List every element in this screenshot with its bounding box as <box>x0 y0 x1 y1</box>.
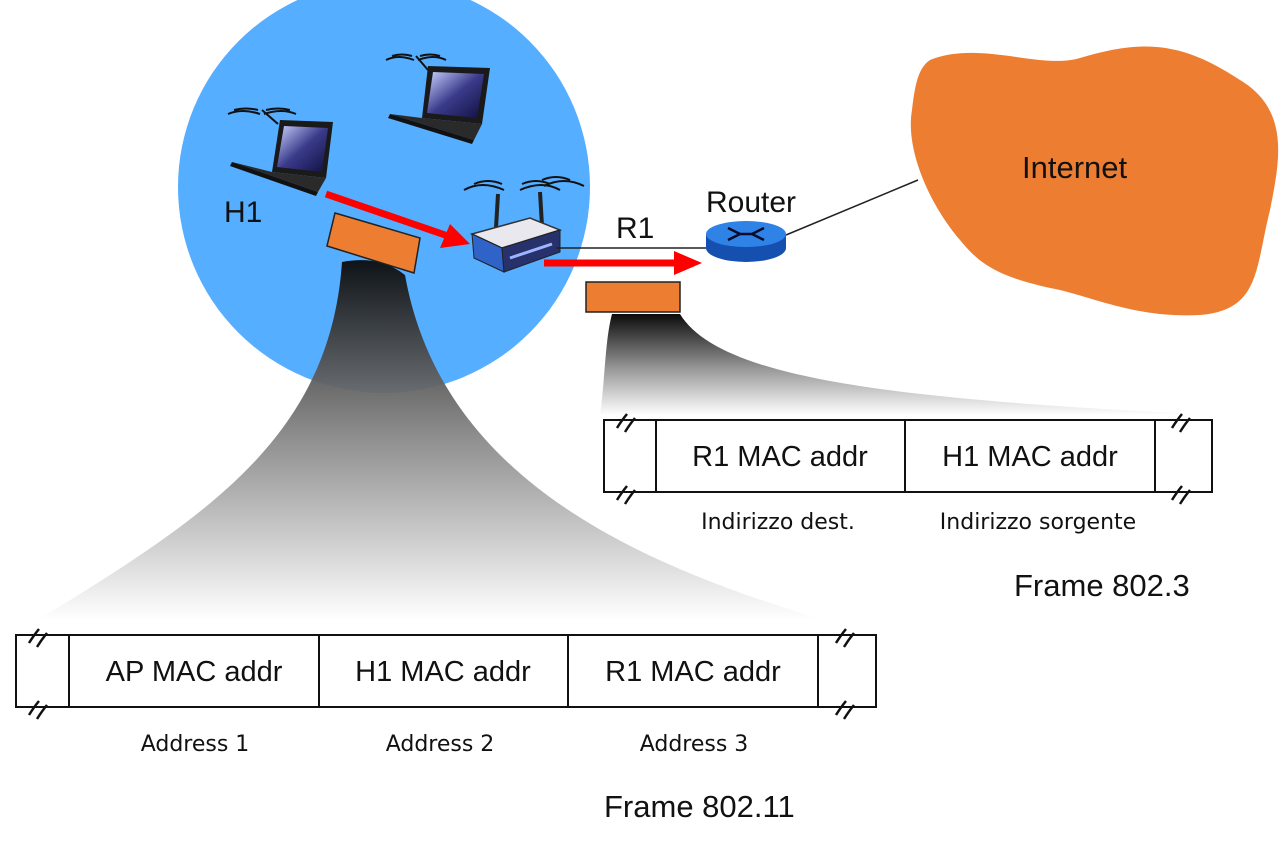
frame-80211: AP MAC addr H1 MAC addr R1 MAC addr Addr… <box>15 628 877 824</box>
wireless-access-point-icon <box>463 176 585 273</box>
frame-80211-field <box>318 634 569 708</box>
frame-8023-title: Frame 802.3 <box>1014 568 1190 603</box>
frame-80211-field-value: H1 MAC addr <box>355 656 531 688</box>
frame-80211-field-value: R1 MAC addr <box>605 656 781 688</box>
laptop-icon <box>227 107 333 196</box>
router-internet-link <box>785 179 919 236</box>
cloud-icon <box>910 46 1279 316</box>
wireless-cell <box>178 0 590 393</box>
frame-80211-title: Frame 802.11 <box>604 789 795 824</box>
frame-8023: R1 MAC addr H1 MAC addr Indirizzo dest. … <box>603 413 1213 603</box>
frame-8023-field-value: H1 MAC addr <box>942 441 1118 473</box>
frame-8023-field <box>904 419 1156 493</box>
internet-label: Internet <box>1022 150 1128 185</box>
frame-80211-field <box>68 634 320 708</box>
router-icon <box>706 221 786 262</box>
frame-8023-field-caption: Indirizzo dest. <box>701 510 855 535</box>
router-label: Router <box>706 186 796 219</box>
frame-transfer-arrow <box>544 251 702 275</box>
frame-80211-field-caption: Address 3 <box>640 732 749 757</box>
frame-80211-field-caption: Address 2 <box>386 732 495 757</box>
r1-label: R1 <box>616 212 654 245</box>
frame-8023-field-value: R1 MAC addr <box>692 441 868 473</box>
frame-8023-zoom-cone <box>600 314 1220 415</box>
laptop-icon <box>385 53 490 144</box>
frame-8023-packet <box>585 281 681 313</box>
frame-8023-field <box>655 419 906 493</box>
h1-label: H1 <box>224 196 262 229</box>
frame-transfer-arrow <box>324 190 470 248</box>
frame-80211-field <box>567 634 819 708</box>
frame-80211-field-caption: Address 1 <box>141 732 250 757</box>
frame-8023-field-caption: Indirizzo sorgente <box>940 510 1136 535</box>
frame-80211-zoom-cone <box>38 260 825 620</box>
frame-80211-packet <box>326 212 421 274</box>
frame-80211-field-value: AP MAC addr <box>106 656 283 688</box>
